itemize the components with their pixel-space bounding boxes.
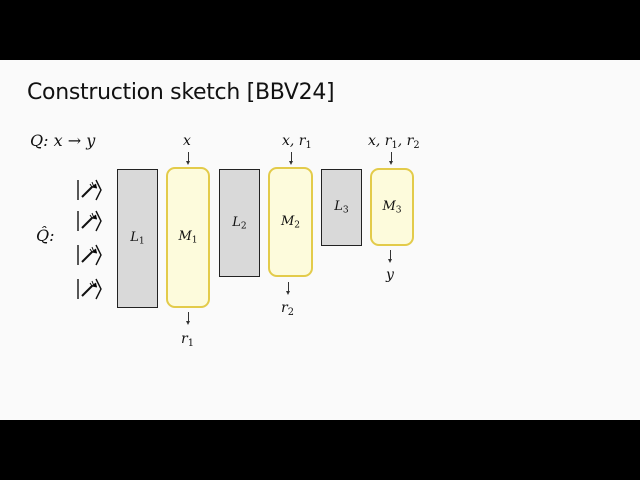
layer-l1: L1 [117, 169, 158, 308]
m3-input: x, r1, r2 [368, 133, 420, 151]
layer-l2: L2 [219, 169, 260, 277]
magic-wand-icon [77, 244, 102, 266]
ket-wand-4 [75, 277, 103, 301]
ket-wand-1 [75, 178, 103, 202]
query-definition: Q: x → y [30, 131, 95, 150]
m3-input-arrow [389, 152, 393, 165]
m2-output-arrow [286, 282, 290, 295]
layer-l3-label: L3 [334, 199, 349, 216]
m2-input-arrow [289, 152, 293, 165]
m2-input: x, r1 [282, 133, 312, 151]
magic-wand-icon [77, 179, 102, 201]
module-m3-label: M3 [382, 198, 402, 216]
layer-l2-label: L2 [232, 214, 247, 232]
query-mapping: : x → y [43, 131, 96, 150]
layer-l1-label: L1 [130, 230, 145, 247]
slide: Construction sketch [BBV24] Q: x → y Q̂:… [0, 60, 640, 420]
m3-output-arrow [388, 250, 392, 263]
m1-output-arrow [186, 312, 190, 325]
module-m3: M3 [370, 168, 414, 246]
magic-wand-icon [77, 210, 102, 232]
query-symbol: Q [30, 131, 44, 150]
module-m1: M1 [166, 167, 210, 308]
m3-output: y [386, 267, 394, 283]
m1-output: r1 [181, 331, 194, 349]
ket-wand-3 [75, 243, 103, 267]
m1-input: x [183, 133, 191, 149]
magic-wand-icon [77, 278, 102, 300]
m1-input-arrow [186, 152, 190, 165]
slide-title: Construction sketch [BBV24] [27, 80, 335, 105]
module-m2: M2 [268, 167, 313, 277]
qhat-label: Q̂: [36, 226, 55, 245]
m2-output: r2 [281, 300, 294, 318]
module-m2-label: M2 [280, 213, 301, 231]
module-m1-label: M1 [178, 229, 198, 246]
ket-wand-2 [75, 209, 103, 233]
layer-l3: L3 [321, 169, 362, 246]
